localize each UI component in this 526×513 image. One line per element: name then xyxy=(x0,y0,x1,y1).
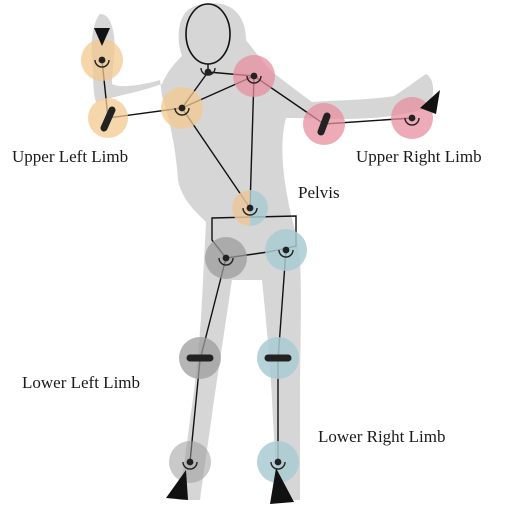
label-lower-right-limb: Lower Right Limb xyxy=(318,427,445,446)
label-pelvis: Pelvis xyxy=(298,183,340,202)
label-upper-left-limb: Upper Left Limb xyxy=(12,147,128,166)
label-lower-left-limb: Lower Left Limb xyxy=(22,373,140,392)
label-upper-right-limb: Upper Right Limb xyxy=(356,147,482,166)
